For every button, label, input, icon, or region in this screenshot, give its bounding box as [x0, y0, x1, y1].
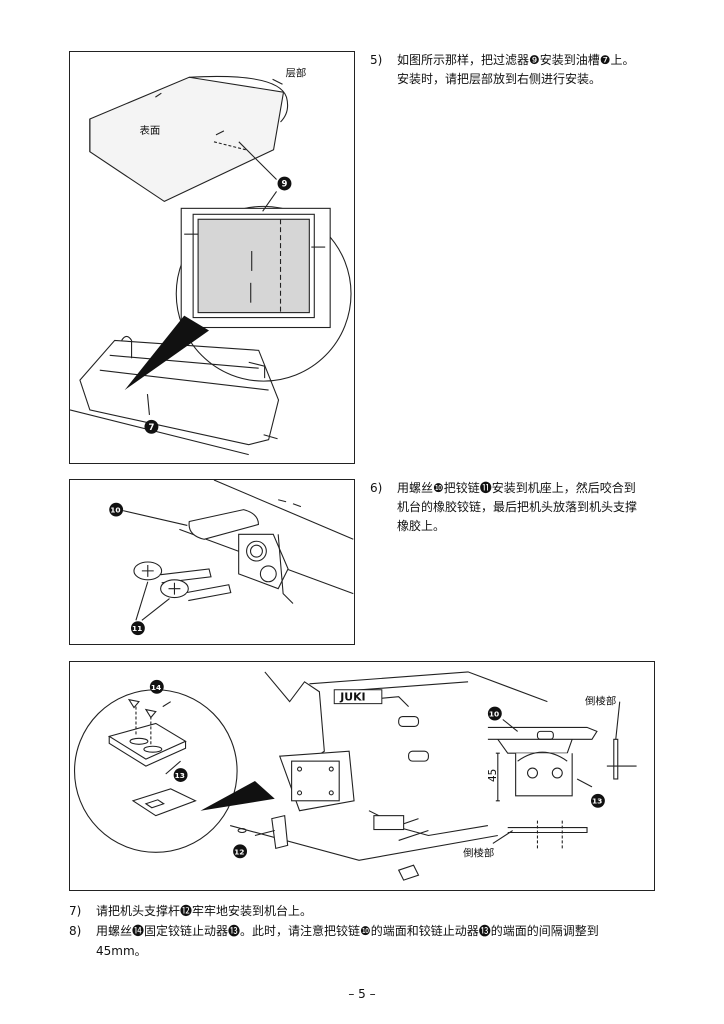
step-text-line: 用螺丝❿把铰链⓫安装到机座上，然后咬合到 [397, 481, 636, 495]
dimension-value: 45 [487, 769, 499, 782]
callout-10: 10 [489, 710, 499, 719]
page-number: – 5 – [348, 987, 376, 1001]
callout-filter: 9 [282, 179, 288, 189]
filter-diagram: 9 7 层部 表面 [70, 66, 352, 456]
label-surface: 表面 [140, 124, 161, 137]
step-text-line: 如图所示那样，把过滤器❾安装到油槽❼上。 [397, 53, 635, 67]
label-chamfer-top: 倒棱部 [585, 695, 616, 708]
note-8: 8) 用螺丝⓮固定铰链止动器⓭。此时，请注意把铰链❿的端面和铰链止动器⓭的端面的… [69, 921, 669, 961]
callout-13: 13 [175, 771, 185, 780]
callout-tank: 7 [148, 422, 154, 432]
step-number: 5) [370, 53, 383, 67]
note-number: 7) [69, 904, 82, 918]
note-text: 请把机头支撑杆⓬牢牢地安装到机台上。 [96, 904, 313, 918]
callout-13b: 13 [592, 797, 602, 806]
figure-filter-installation: 9 7 层部 表面 [69, 51, 355, 464]
note-number: 8) [69, 924, 82, 938]
note-text: 用螺丝⓮固定铰链止动器⓭。此时，请注意把铰链❿的端面和铰链止动器⓭的端面的间隔调… [96, 924, 599, 938]
head-support-diagram: JUKI 45 14 13 12 10 13 倒棱部 倒棱部 [73, 671, 637, 881]
hinge-diagram: 10 11 [109, 480, 354, 636]
label-chamfer-bottom: 倒棱部 [463, 846, 494, 859]
step-5: 5) 如图所示那样，把过滤器❾安装到油槽❼上。 安装时，请把层部放到右侧进行安装… [370, 51, 670, 91]
step-text-line: 橡胶上。 [397, 519, 446, 533]
callout-hinge: 11 [132, 624, 142, 633]
step-text-line: 安装时，请把层部放到右侧进行安装。 [397, 72, 602, 86]
label-layer: 层部 [285, 66, 306, 79]
step-text-line: 机台的橡胶铰链，最后把机头放落到机头支撑 [397, 500, 638, 514]
step-number: 6) [370, 481, 383, 495]
figure-head-support: JUKI 45 14 13 12 10 13 倒棱部 倒棱部 [69, 661, 655, 891]
brand-logo: JUKI [339, 691, 365, 704]
callout-12: 12 [234, 847, 244, 856]
callout-screw: 10 [110, 506, 120, 515]
step-6: 6) 用螺丝❿把铰链⓫安装到机座上，然后咬合到 机台的橡胶铰链，最后把机头放落到… [370, 479, 670, 539]
note-7: 7) 请把机头支撑杆⓬牢牢地安装到机台上。 [69, 901, 669, 921]
callout-14: 14 [151, 683, 161, 692]
figure-hinge-installation: 10 11 [69, 479, 355, 645]
note-text-continued: 45mm。 [96, 944, 147, 958]
